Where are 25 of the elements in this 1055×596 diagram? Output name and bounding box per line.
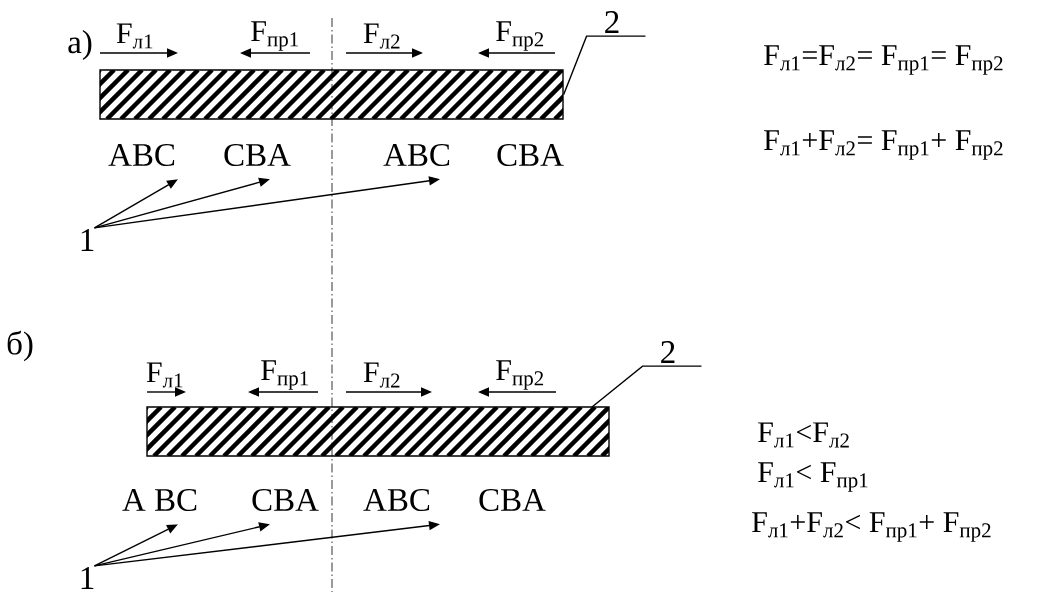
leader-line [591,365,703,408]
winding-label: CBA [224,143,291,167]
winding-label: CBA [497,143,564,167]
callout-number: 2 [661,341,675,363]
winding-label: CBA [252,488,319,512]
callout-number: 2 [605,11,619,33]
equation: F$_{л1}$<F$_{л2}$ [758,422,849,448]
winding-label: CBA [479,488,546,512]
equation: F$_{л1}$+F$_{л2}$= F$_{пр1}$+ F$_{пр2}$ [764,130,1003,160]
winding-label: A BC [122,488,197,512]
winding-label: ABC [383,143,450,167]
callout-number: 1 [81,567,94,589]
equation: F$_{л1}$=F$_{л2}$= F$_{пр1}$= F$_{пр2}$ [764,45,1003,75]
leader-arrow [93,179,178,229]
hatched-bar [146,406,610,457]
panel-label: а) [68,30,92,60]
leader-arrow [93,524,178,567]
leader-line [563,35,647,96]
equation: F$_{л1}$< F$_{пр1}$ [758,462,868,492]
hatched-bar [99,69,564,120]
winding-label: ABC [108,143,175,167]
equation: F$_{л1}$+F$_{л2}$< F$_{пр1}$+ F$_{пр2}$ [752,512,991,542]
winding-label: ABC [363,488,430,512]
panel-label: б) [7,330,33,362]
callout-number: 1 [81,229,94,251]
